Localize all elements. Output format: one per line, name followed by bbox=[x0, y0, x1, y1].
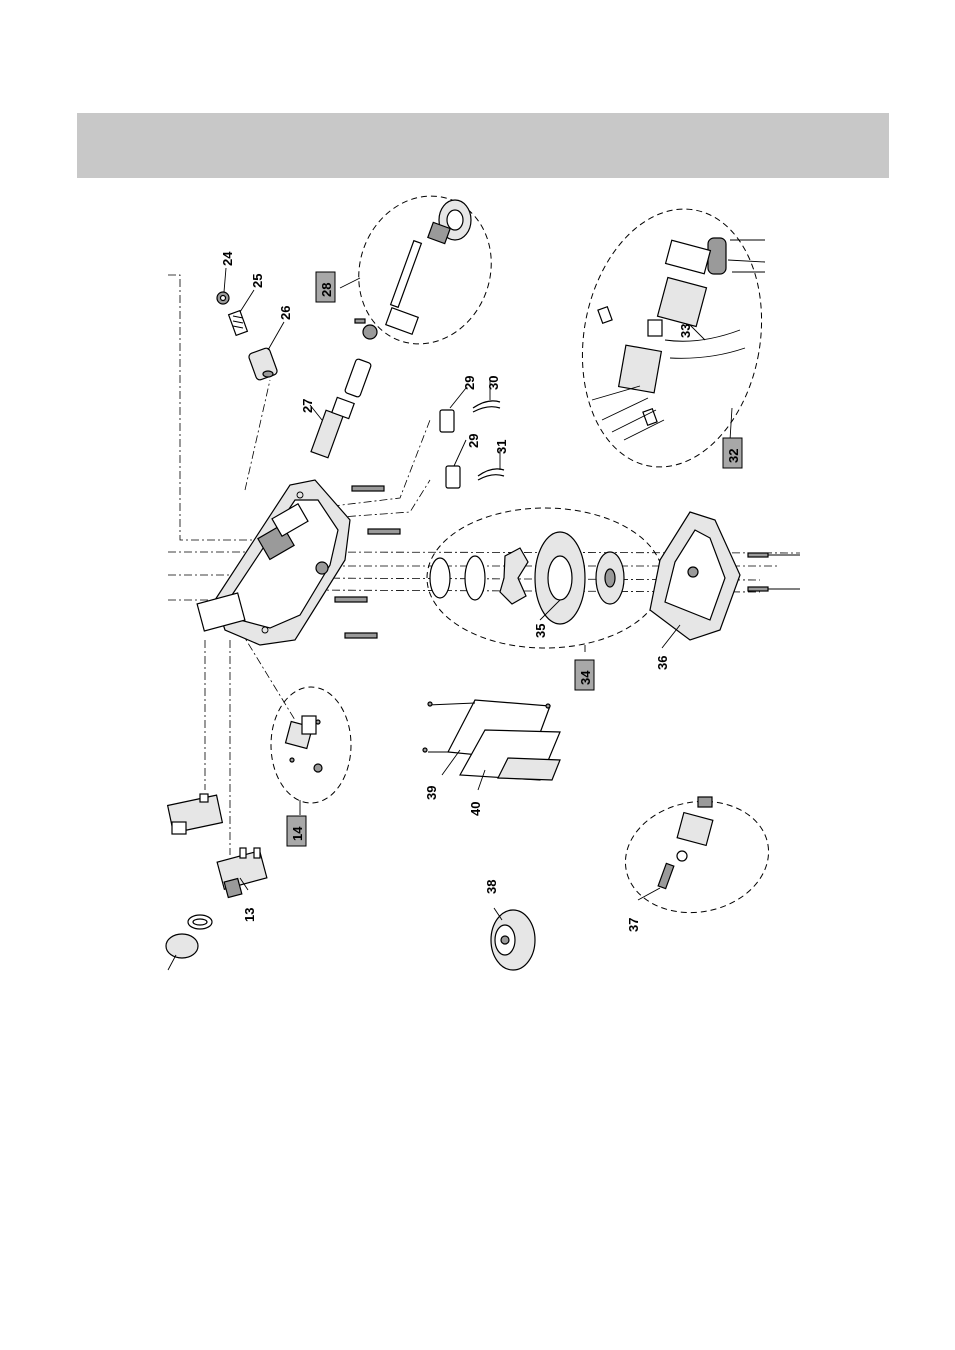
part-24-nut bbox=[217, 292, 229, 304]
svg-text:34: 34 bbox=[578, 670, 593, 685]
part-13-switch bbox=[217, 848, 267, 898]
callout-24: 24 bbox=[220, 251, 235, 266]
callout-25: 25 bbox=[250, 274, 265, 288]
part-26-bushing bbox=[248, 347, 278, 381]
group-37-boundary bbox=[617, 790, 778, 923]
box-label-28: 28 bbox=[316, 272, 335, 302]
group-32-boundary bbox=[563, 195, 781, 482]
main-housing bbox=[197, 480, 350, 645]
box-label-32: 32 bbox=[723, 438, 742, 468]
callout-36: 36 bbox=[655, 656, 670, 670]
part-38-wheel bbox=[491, 910, 535, 970]
part-36-base-plate bbox=[650, 512, 740, 640]
group-14-parts bbox=[286, 716, 322, 772]
base-screws bbox=[748, 553, 800, 591]
callout-40: 40 bbox=[468, 802, 483, 816]
callout-29a: 29 bbox=[462, 376, 477, 390]
svg-text:14: 14 bbox=[290, 826, 305, 841]
callout-38: 38 bbox=[484, 880, 499, 894]
svg-text:32: 32 bbox=[726, 449, 741, 463]
parts-29-clips bbox=[440, 410, 460, 488]
group-34-parts bbox=[430, 532, 624, 624]
part-30-cable bbox=[473, 401, 500, 412]
callout-30: 30 bbox=[486, 376, 501, 390]
knob-cap bbox=[166, 934, 198, 970]
callout-26: 26 bbox=[278, 306, 293, 320]
svg-text:28: 28 bbox=[319, 283, 334, 297]
box-label-34: 34 bbox=[575, 660, 594, 690]
callout-27: 27 bbox=[300, 399, 315, 413]
left-switch-assembly bbox=[168, 794, 223, 834]
callout-29b: 29 bbox=[466, 434, 481, 448]
box-label-14: 14 bbox=[287, 816, 306, 846]
group-37-parts bbox=[658, 797, 713, 889]
callout-35: 35 bbox=[533, 624, 548, 638]
o-ring bbox=[188, 915, 212, 929]
part-31-cable bbox=[478, 469, 504, 480]
callout-13: 13 bbox=[242, 908, 257, 922]
group-14-boundary bbox=[271, 687, 351, 803]
callout-37: 37 bbox=[626, 918, 641, 932]
callout-33: 33 bbox=[678, 324, 693, 338]
part-27-shaft bbox=[311, 397, 354, 457]
group-28-parts bbox=[344, 200, 471, 398]
callout-39: 39 bbox=[424, 786, 439, 800]
housing-bolts bbox=[335, 486, 400, 638]
group-32-parts bbox=[592, 238, 765, 440]
part-25-spring bbox=[229, 311, 248, 336]
callout-31: 31 bbox=[494, 440, 509, 454]
